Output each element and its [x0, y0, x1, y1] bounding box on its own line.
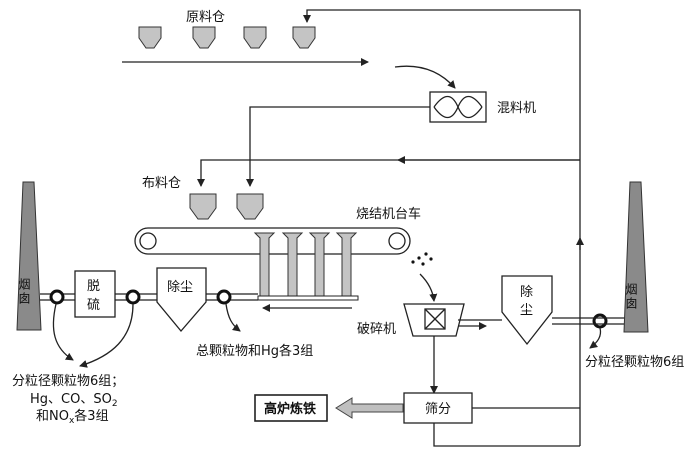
desulfur-label-2: 硫	[87, 298, 100, 313]
sinter-car-label: 烧结机台车	[356, 206, 421, 222]
dust-left-label: 除尘	[167, 280, 193, 295]
chimney-right	[623, 181, 649, 333]
raw-to-mixer-arrow	[394, 65, 456, 89]
desulfur-label-1: 脱	[87, 279, 100, 294]
sinter-conveyor	[134, 227, 411, 255]
screen-label: 筛分	[425, 402, 451, 417]
screen-return-line	[433, 423, 580, 447]
crusher-label: 破碎机	[357, 322, 396, 337]
sampling-point-4	[592, 313, 608, 329]
recycle-feed-line	[197, 159, 580, 187]
raw-material-bins	[138, 26, 316, 49]
screen-box	[403, 392, 473, 424]
callout-arrow-2	[79, 303, 134, 368]
sampling-point-2	[125, 289, 141, 305]
bottom-header	[257, 295, 359, 301]
callout-arrow-4	[589, 327, 602, 349]
dust-right-label-2: 尘	[520, 303, 533, 318]
desulfur-box	[74, 270, 116, 318]
blast-furnace-box	[254, 394, 328, 422]
sample-left-line1: 分粒径颗粒物6组；	[12, 374, 124, 389]
dust-collector-right	[501, 275, 553, 346]
sample-mid-label: 总颗粒物和Hg各3组	[196, 343, 313, 359]
blast-furnace-label: 高炉炼铁	[264, 401, 316, 417]
sinter-to-crusher-arrow	[419, 273, 438, 302]
sample-right-label: 分粒径颗粒物6组	[585, 355, 684, 370]
callout-arrow-3	[225, 303, 241, 332]
to-blast-furnace-arrow	[335, 397, 404, 419]
sampling-point-1	[49, 289, 65, 305]
chimney-left	[16, 181, 42, 331]
mixer-label: 混料机	[497, 101, 536, 116]
feed-bin-label: 布料仓	[142, 176, 181, 191]
sample-left-line2: Hg、CO、SO2	[30, 392, 118, 409]
recycle-top-line	[303, 9, 581, 446]
chimney-right-label: 烟囱	[624, 283, 638, 311]
chimney-left-label: 烟囱	[17, 278, 31, 306]
falling-sinter-dots	[411, 252, 433, 266]
dust-right-label-1: 除	[520, 285, 533, 300]
sample-left-line3: 和NOx各3组	[36, 408, 109, 426]
raw-bin-label: 原料仓	[186, 10, 225, 25]
feed-bins	[189, 193, 264, 220]
sampling-point-3	[216, 289, 232, 305]
mixer-to-feed-line	[246, 106, 430, 187]
dust-collector-left	[156, 267, 207, 333]
callout-arrow-1	[52, 303, 74, 361]
